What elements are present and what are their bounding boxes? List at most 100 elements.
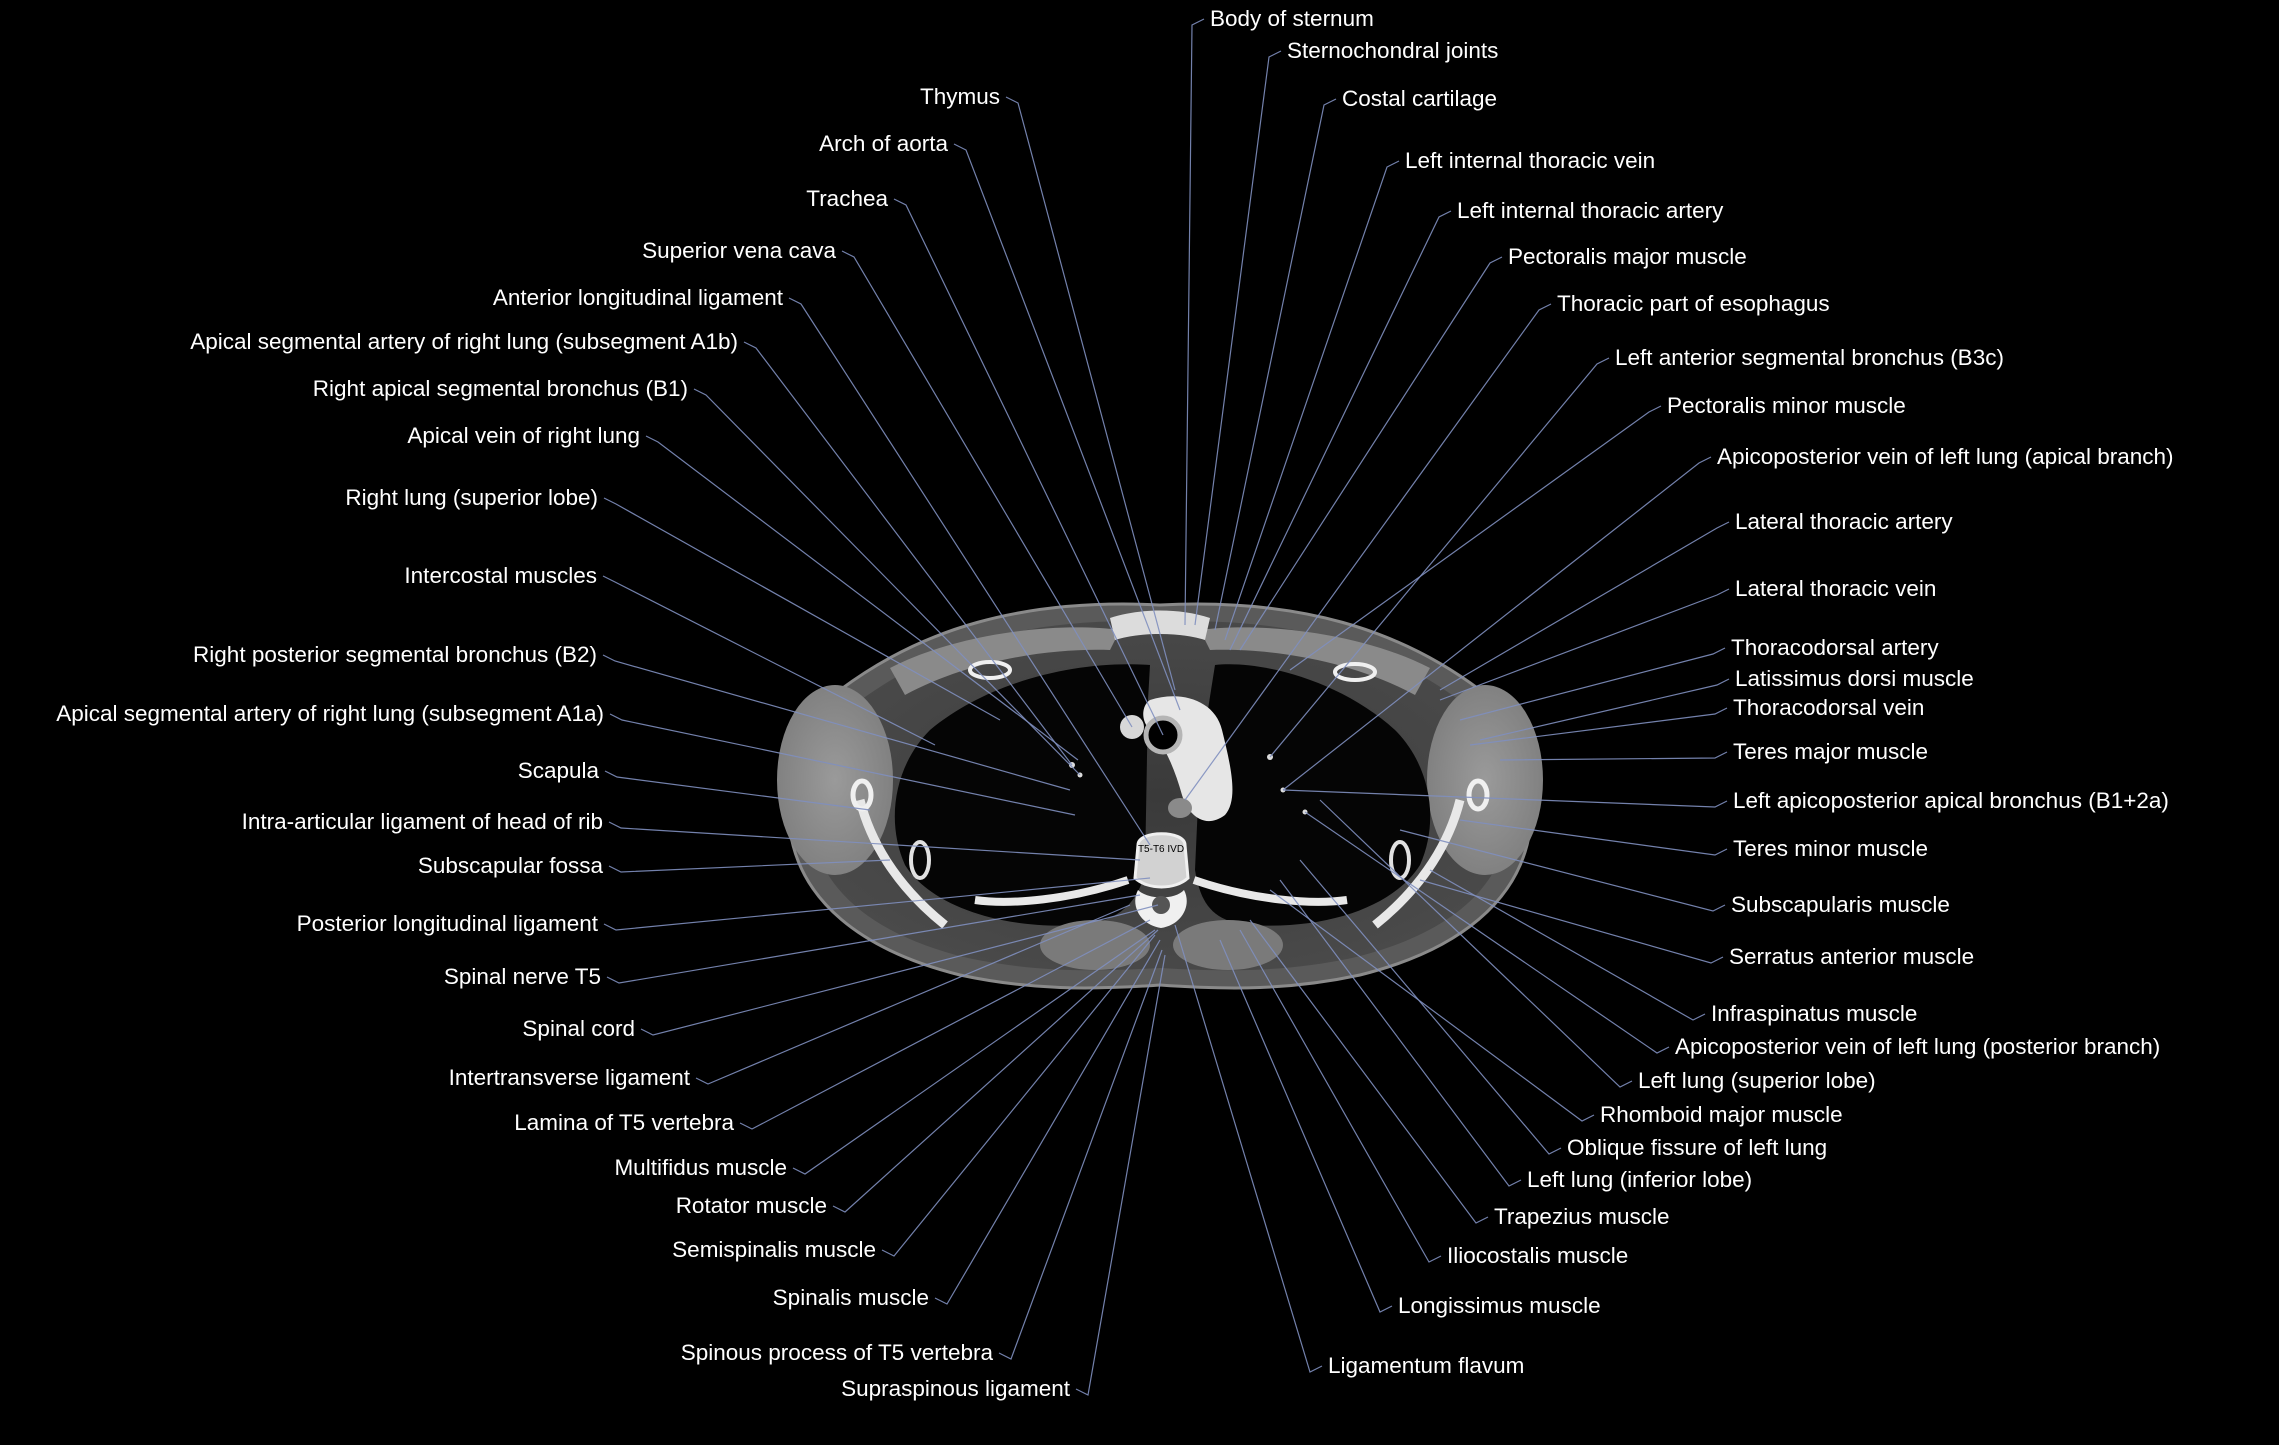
vertebral-level-marker: T5-T6 IVD bbox=[1138, 844, 1184, 855]
right-label-21: Infraspinatus muscle bbox=[1711, 1001, 1917, 1026]
left-label-2: Arch of aorta bbox=[819, 131, 948, 156]
right-label-24: Rhomboid major muscle bbox=[1600, 1102, 1843, 1127]
right-leader-7 bbox=[1184, 303, 1552, 801]
left-lung bbox=[1195, 664, 1431, 926]
left-leader-10 bbox=[602, 575, 936, 746]
left-leader-18 bbox=[640, 904, 1159, 1036]
left-leader-5 bbox=[788, 297, 1151, 846]
right-label-7: Thoracic part of esophagus bbox=[1557, 291, 1830, 316]
right-label-6: Pectoralis major muscle bbox=[1508, 244, 1747, 269]
right-label-16: Teres major muscle bbox=[1733, 739, 1928, 764]
left-label-1: Thymus bbox=[920, 84, 1000, 109]
left-label-24: Spinalis muscle bbox=[773, 1285, 929, 1310]
left-leader-23 bbox=[881, 934, 1156, 1257]
leader-lines bbox=[602, 18, 1730, 1396]
left-label-23: Semispinalis muscle bbox=[672, 1237, 876, 1262]
right-paraspinal-muscles bbox=[1040, 920, 1150, 970]
vertebral-body bbox=[1133, 832, 1190, 889]
right-leader-1 bbox=[1184, 18, 1205, 626]
right-leader-24 bbox=[1269, 889, 1595, 1122]
right-label-14: Latissimus dorsi muscle bbox=[1735, 666, 1974, 691]
left-label-3: Trachea bbox=[806, 186, 888, 211]
left-leader-26 bbox=[1075, 954, 1166, 1396]
left-leader-12 bbox=[609, 713, 1076, 816]
left-anterior-rib bbox=[1333, 662, 1377, 682]
right-leader-22 bbox=[1304, 811, 1670, 1054]
right-label-22: Apicoposterior vein of left lung (poster… bbox=[1675, 1034, 2160, 1059]
right-shoulder-muscles bbox=[777, 685, 893, 875]
right-label-18: Teres minor muscle bbox=[1733, 836, 1928, 861]
right-leader-30 bbox=[1174, 924, 1323, 1373]
left-leader-11 bbox=[602, 654, 1071, 791]
right-label-5: Left internal thoracic artery bbox=[1457, 198, 1724, 223]
spinal-canal bbox=[1152, 896, 1170, 914]
left-leader-24 bbox=[934, 939, 1161, 1305]
right-leader-20 bbox=[1419, 879, 1724, 964]
left-leader-6 bbox=[743, 341, 1073, 766]
right-label-3: Costal cartilage bbox=[1342, 86, 1497, 111]
left-leader-14 bbox=[608, 821, 1141, 861]
left-label-19: Intertransverse ligament bbox=[449, 1065, 691, 1090]
right-label-15: Thoracodorsal vein bbox=[1733, 695, 1924, 720]
left-label-18: Spinal cord bbox=[522, 1016, 635, 1041]
right-label-28: Iliocostalis muscle bbox=[1447, 1243, 1628, 1268]
right-label-30: Ligamentum flavum bbox=[1328, 1353, 1524, 1378]
right-label-10: Apicoposterior vein of left lung (apical… bbox=[1717, 444, 2174, 469]
left-leader-8 bbox=[645, 435, 1079, 761]
right-leader-6 bbox=[1239, 256, 1503, 651]
right-label-26: Left lung (inferior lobe) bbox=[1527, 1167, 1752, 1192]
left-leader-3 bbox=[893, 198, 1164, 736]
right-leader-4 bbox=[1224, 160, 1400, 641]
right-posterior-rib bbox=[974, 876, 1130, 906]
right-leader-25 bbox=[1299, 859, 1562, 1155]
left-leader-2 bbox=[953, 143, 1181, 711]
right-label-29: Longissimus muscle bbox=[1398, 1293, 1601, 1318]
right-label-13: Thoracodorsal artery bbox=[1731, 635, 1939, 660]
left-label-26: Supraspinous ligament bbox=[841, 1376, 1071, 1401]
right-leader-3 bbox=[1214, 98, 1337, 631]
right-leader-11 bbox=[1439, 521, 1730, 691]
left-leader-19 bbox=[695, 904, 1131, 1085]
right-leader-12 bbox=[1439, 588, 1730, 701]
right-leader-18 bbox=[1459, 819, 1728, 856]
right-leader-13 bbox=[1459, 647, 1726, 721]
left-leader-15 bbox=[608, 859, 891, 873]
right-leader-10 bbox=[1282, 456, 1712, 791]
right-label-19: Subscapularis muscle bbox=[1731, 892, 1950, 917]
left-pectoral-muscles bbox=[1200, 627, 1430, 695]
right-label-27: Trapezius muscle bbox=[1494, 1204, 1669, 1229]
right-label-20: Serratus anterior muscle bbox=[1729, 944, 1974, 969]
left-scapula bbox=[1372, 798, 1465, 929]
left-label-6: Apical segmental artery of right lung (s… bbox=[190, 329, 738, 354]
left-posterior-rib bbox=[1192, 876, 1348, 906]
left-leader-22 bbox=[832, 929, 1159, 1213]
left-leader-7 bbox=[693, 388, 1081, 776]
right-label-25: Oblique fissure of left lung bbox=[1567, 1135, 1827, 1160]
left-leader-1 bbox=[1005, 96, 1176, 691]
right-leader-21 bbox=[1429, 869, 1706, 1021]
right-leader-9 bbox=[1289, 405, 1662, 671]
right-pectoral-muscles bbox=[890, 627, 1120, 695]
left-label-20: Lamina of T5 vertebra bbox=[514, 1110, 734, 1135]
left-label-22: Rotator muscle bbox=[676, 1193, 827, 1218]
left-leader-21 bbox=[792, 929, 1156, 1175]
left-leader-17 bbox=[606, 894, 1141, 984]
left-label-7: Right apical segmental bronchus (B1) bbox=[313, 376, 688, 401]
right-leader-8 bbox=[1269, 357, 1610, 758]
right-leader-27 bbox=[1249, 919, 1489, 1224]
right-label-2: Sternochondral joints bbox=[1287, 38, 1498, 63]
left-label-10: Intercostal muscles bbox=[404, 563, 597, 588]
left-label-12: Apical segmental artery of right lung (s… bbox=[56, 701, 604, 726]
right-leader-16 bbox=[1499, 751, 1728, 761]
left-leader-9 bbox=[603, 497, 1001, 721]
right-lung bbox=[894, 664, 1150, 926]
left-label-14: Intra-articular ligament of head of rib bbox=[242, 809, 603, 834]
left-leader-25 bbox=[998, 949, 1163, 1360]
left-leader-16 bbox=[603, 877, 1151, 931]
right-leader-2 bbox=[1194, 50, 1282, 626]
left-label-16: Posterior longitudinal ligament bbox=[297, 911, 599, 936]
left-label-9: Right lung (superior lobe) bbox=[345, 485, 598, 510]
right-leader-28 bbox=[1239, 929, 1442, 1263]
